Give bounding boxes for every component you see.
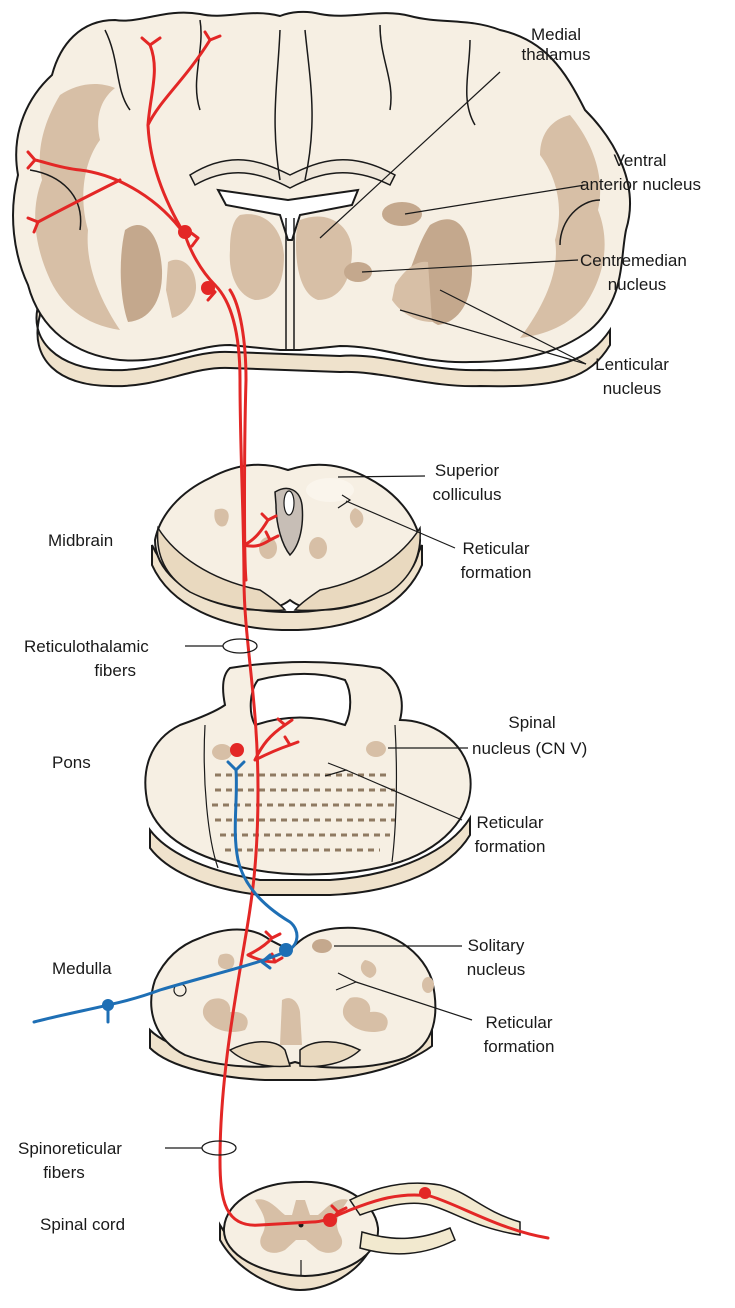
label-reticular-formation-midbrain-1: Reticular [462, 539, 529, 558]
label-centremedian-nucleus-2: nucleus [608, 275, 667, 294]
label-pons: Pons [52, 753, 91, 772]
label-medulla: Medulla [52, 959, 112, 978]
label-ventral-anterior-nucleus-1: Ventral [614, 151, 667, 170]
medulla-gray-lateral [422, 977, 434, 993]
label-spinal-cord: Spinal cord [40, 1215, 125, 1234]
medulla-outline [151, 928, 435, 1068]
neuron-body-blue-ganglion [102, 999, 114, 1011]
label-reticulothalamic-fibers-1: Reticulothalamic [24, 637, 149, 656]
label-centremedian-nucleus-1: Centremedian [580, 251, 687, 270]
pons-section [145, 662, 470, 895]
label-spinoreticular-fibers-2: fibers [43, 1163, 85, 1182]
neuron-body-dorsal-root-ganglion [419, 1187, 431, 1199]
label-spinoreticular-fibers-1: Spinoreticular [18, 1139, 122, 1158]
label-reticular-formation-medulla-2: formation [484, 1037, 555, 1056]
label-ventral-anterior-nucleus-2: anterior nucleus [580, 175, 701, 194]
neuron-body-thalamus-2 [201, 281, 215, 295]
reticulothalamic-fiber-ellipse [223, 639, 257, 653]
label-reticular-formation-pons-2: formation [475, 837, 546, 856]
neuron-body-spinal [323, 1213, 337, 1227]
neuron-body-thalamus-1 [178, 225, 192, 239]
medulla-gray-left [218, 954, 234, 969]
label-reticulothalamic-fibers-2: fibers [94, 661, 136, 680]
red-nucleus-right [309, 537, 327, 559]
solitary-nucleus-shape [312, 939, 332, 953]
label-lenticular-nucleus-1: Lenticular [595, 355, 669, 374]
label-reticular-formation-pons-1: Reticular [476, 813, 543, 832]
spinal-nucleus-cnv-right [366, 741, 386, 757]
spinal-cord-section [220, 1182, 520, 1290]
label-spinal-nucleus-1: Spinal [508, 713, 555, 732]
label-medial-thalamus-1: Medial [531, 25, 581, 44]
neuron-body-pons [230, 743, 244, 757]
ventral-anterior-nucleus-shape [382, 202, 422, 226]
label-medial-thalamus-2: thalamus [522, 45, 591, 64]
label-superior-colliculus-2: colliculus [433, 485, 502, 504]
label-solitary-nucleus-1: Solitary [468, 936, 525, 955]
label-midbrain: Midbrain [48, 531, 113, 550]
label-solitary-nucleus-2: nucleus [467, 960, 526, 979]
label-spinal-nucleus-2: nucleus (CN V) [472, 739, 587, 758]
label-reticular-formation-medulla-1: Reticular [485, 1013, 552, 1032]
fourth-ventricle [251, 674, 351, 725]
forebrain-section [13, 12, 630, 386]
spinal-nucleus-cnv-left [212, 744, 232, 760]
label-reticular-formation-midbrain-2: formation [461, 563, 532, 582]
neuron-body-solitary-blue [279, 943, 293, 957]
label-lenticular-nucleus-2: nucleus [603, 379, 662, 398]
midbrain-section [152, 465, 422, 630]
aqueduct [284, 491, 294, 515]
label-superior-colliculus-1: Superior [435, 461, 500, 480]
